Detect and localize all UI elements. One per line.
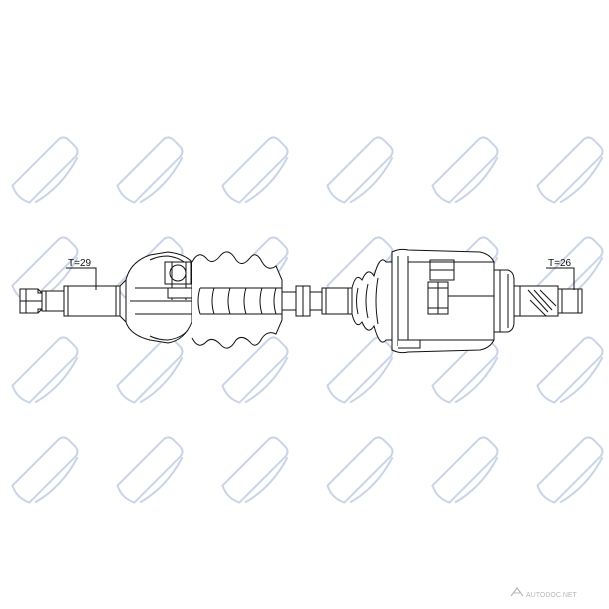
watermark-badge-icon bbox=[326, 136, 394, 204]
right-tripod-housing bbox=[391, 248, 515, 354]
watermark-badge-icon bbox=[11, 436, 79, 504]
left-spline-stub bbox=[19, 278, 127, 324]
watermark-swoosh-icon bbox=[559, 156, 604, 204]
watermark-swoosh-icon bbox=[34, 356, 79, 404]
right-boot bbox=[351, 259, 393, 343]
brand-watermark-layer bbox=[11, 136, 604, 504]
ajs-parts-watermark bbox=[326, 136, 394, 204]
ajs-parts-watermark bbox=[116, 136, 184, 204]
watermark-swoosh-icon bbox=[454, 356, 499, 404]
ajs-parts-watermark bbox=[326, 336, 394, 404]
left-boot bbox=[191, 251, 283, 349]
watermark-badge-icon bbox=[431, 136, 499, 204]
left-cv-joint bbox=[125, 251, 193, 344]
ajs-parts-watermark bbox=[11, 136, 79, 204]
autodoc-watermark: AUTODOC.NET bbox=[510, 587, 578, 599]
watermark-swoosh-icon bbox=[139, 356, 184, 404]
watermark-swoosh-icon bbox=[454, 156, 499, 204]
watermark-badge-icon bbox=[326, 436, 394, 504]
watermark-badge-icon bbox=[536, 336, 604, 404]
ajs-parts-watermark bbox=[326, 436, 394, 504]
watermark-badge-icon bbox=[431, 436, 499, 504]
watermark-swoosh-icon bbox=[349, 456, 394, 504]
ajs-parts-watermark bbox=[221, 436, 289, 504]
ajs-parts-watermark bbox=[431, 436, 499, 504]
watermark-swoosh-icon bbox=[139, 456, 184, 504]
watermark-badge-icon bbox=[116, 236, 184, 304]
watermark-swoosh-icon bbox=[244, 456, 289, 504]
watermark-swoosh-icon bbox=[139, 156, 184, 204]
watermark-swoosh-icon bbox=[244, 356, 289, 404]
ajs-parts-watermark bbox=[11, 436, 79, 504]
autodoc-logo-icon bbox=[510, 587, 524, 597]
label-leaders bbox=[66, 267, 575, 290]
ajs-parts-watermark bbox=[11, 336, 79, 404]
watermark-swoosh-icon bbox=[559, 356, 604, 404]
watermark-badge-icon bbox=[536, 136, 604, 204]
watermark-badge-icon bbox=[11, 336, 79, 404]
watermark-swoosh-icon bbox=[34, 156, 79, 204]
ajs-parts-watermark bbox=[536, 436, 604, 504]
ajs-parts-watermark bbox=[116, 436, 184, 504]
watermark-swoosh-icon bbox=[349, 356, 394, 404]
drive-shaft bbox=[19, 248, 583, 354]
watermark-badge-icon bbox=[221, 136, 289, 204]
ajs-parts-watermark bbox=[431, 136, 499, 204]
right-spline-stub bbox=[513, 285, 583, 317]
left-spline-label: T=29 bbox=[68, 258, 92, 269]
ajs-parts-watermark bbox=[116, 336, 184, 404]
ajs-parts-watermark bbox=[221, 336, 289, 404]
right-spline-label: T=26 bbox=[548, 258, 572, 269]
watermark-swoosh-icon bbox=[454, 456, 499, 504]
watermark-swoosh-icon bbox=[349, 156, 394, 204]
watermark-swoosh-icon bbox=[34, 456, 79, 504]
ajs-parts-watermark bbox=[536, 136, 604, 204]
autodoc-watermark-text: AUTODOC.NET bbox=[526, 592, 578, 599]
watermark-badge-icon bbox=[221, 436, 289, 504]
center-shaft bbox=[282, 285, 355, 317]
watermark-swoosh-icon bbox=[244, 156, 289, 204]
ajs-parts-watermark bbox=[536, 336, 604, 404]
watermark-badge-icon bbox=[11, 136, 79, 204]
ajs-parts-watermark bbox=[221, 136, 289, 204]
watermark-badge-icon bbox=[536, 436, 604, 504]
watermark-badge-icon bbox=[221, 336, 289, 404]
watermark-swoosh-icon bbox=[559, 456, 604, 504]
watermark-badge-icon bbox=[116, 436, 184, 504]
watermark-badge-icon bbox=[116, 136, 184, 204]
